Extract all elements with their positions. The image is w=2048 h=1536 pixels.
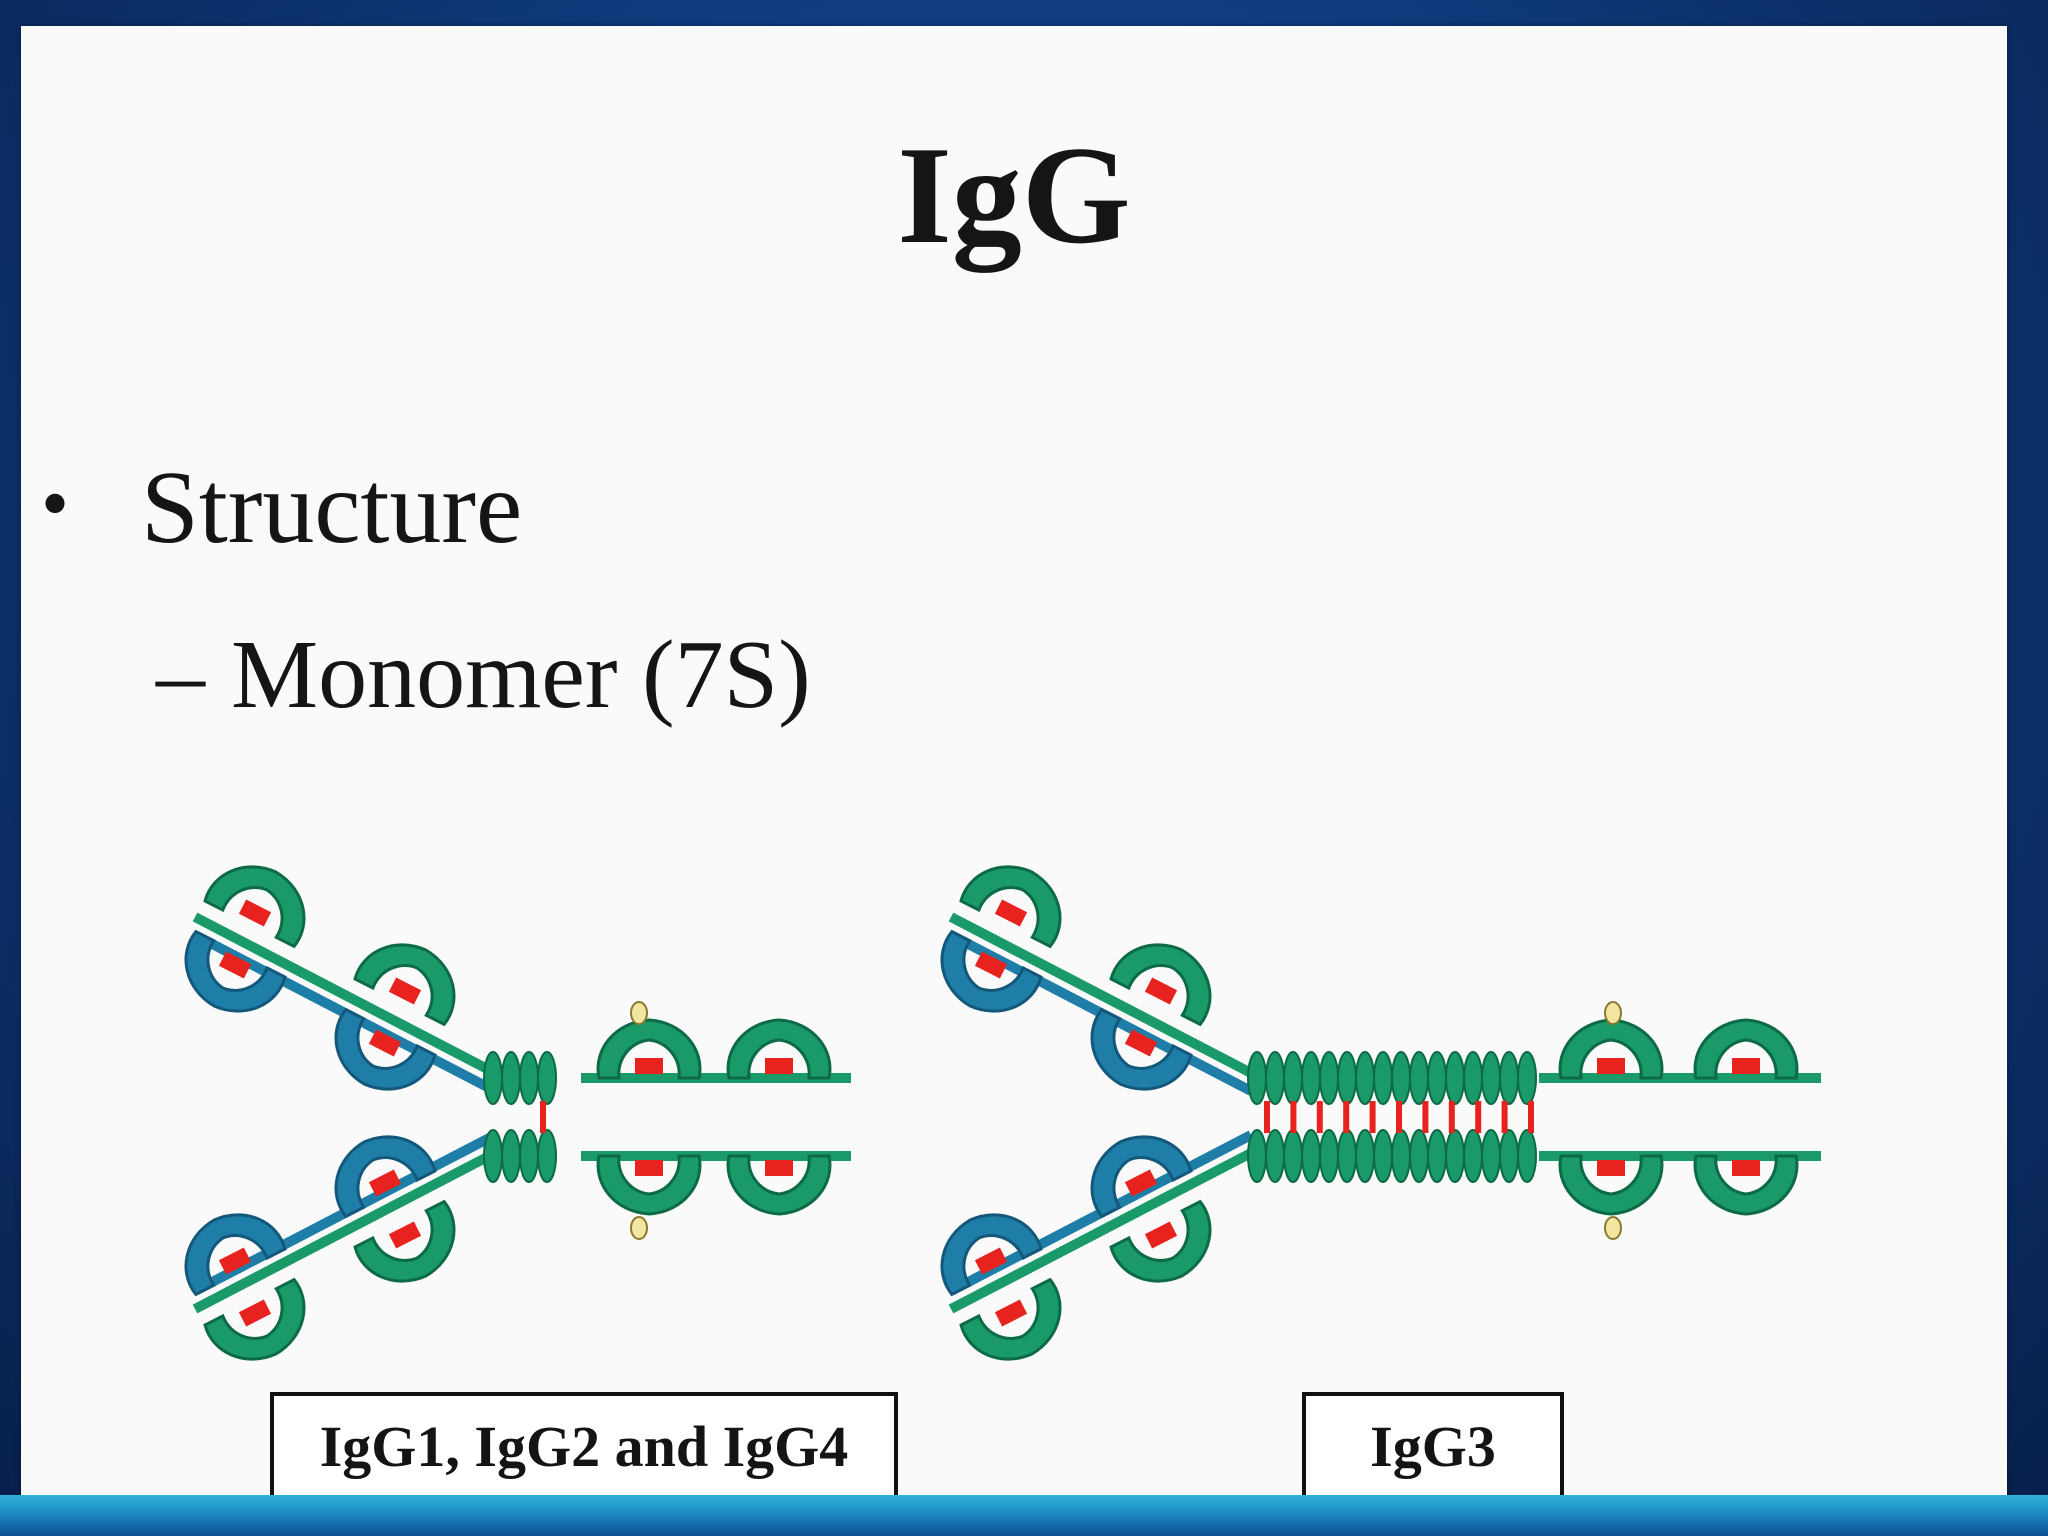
hinge-segment xyxy=(1301,1129,1321,1183)
hinge-segment xyxy=(1265,1051,1285,1105)
hinge-segment xyxy=(1445,1129,1465,1183)
fab-arm-upper xyxy=(925,849,1251,1107)
hinge-segment xyxy=(1499,1129,1519,1183)
carbohydrate-lower xyxy=(1604,1216,1622,1240)
bottom-accent-bar xyxy=(0,1495,2048,1536)
hinge-segment xyxy=(1247,1051,1267,1105)
ch3-domain-upper xyxy=(726,1018,832,1080)
hinge-segment xyxy=(1409,1129,1429,1183)
hinge-segment xyxy=(1247,1129,1267,1183)
disulfide-bond xyxy=(1448,1101,1455,1133)
disulfide-bond xyxy=(1422,1101,1429,1133)
disulfide-bond xyxy=(1369,1101,1376,1133)
fab-arm-upper xyxy=(169,849,495,1107)
ch3-domain-lower xyxy=(726,1154,832,1216)
hinge-segment xyxy=(1445,1051,1465,1105)
disulfide-bond xyxy=(1316,1101,1323,1133)
hinge-segment xyxy=(1355,1129,1375,1183)
ch2-domain-upper xyxy=(1558,1018,1664,1080)
antibody-igg1-igg2-igg4 xyxy=(169,849,851,1377)
hinge-segment xyxy=(1355,1051,1375,1105)
carbohydrate-upper xyxy=(1604,1001,1622,1025)
bullet-text: Structure xyxy=(141,450,523,565)
hinge-segment xyxy=(1517,1129,1537,1183)
bullet-marker: • xyxy=(41,460,70,548)
fab-arm-lower xyxy=(169,1119,495,1377)
hinge-segment xyxy=(1391,1051,1411,1105)
hinge-segment xyxy=(1265,1129,1285,1183)
hinge-segment xyxy=(1337,1051,1357,1105)
hinge-segment xyxy=(1337,1129,1357,1183)
hinge-segment xyxy=(1319,1051,1339,1105)
fc-region xyxy=(581,1001,851,1240)
carbohydrate-upper xyxy=(630,1001,648,1025)
disulfide-bond xyxy=(1396,1101,1402,1133)
slide-title: IgG xyxy=(897,118,1131,273)
antibody-diagrams xyxy=(21,26,1821,1510)
ch2-domain-upper xyxy=(596,1018,702,1080)
slide: IgG •Structure –Monomer (7S) xyxy=(21,26,2007,1510)
sub-bullet-text: Monomer (7S) xyxy=(231,621,811,729)
label-igg1-igg2-igg4: IgG1, IgG2 and IgG4 xyxy=(270,1392,898,1502)
hinge-segment xyxy=(1283,1129,1303,1183)
disulfide-bond xyxy=(1264,1101,1270,1133)
antibody-igg3 xyxy=(925,849,1821,1377)
ch2-domain-lower xyxy=(596,1154,702,1216)
disulfide-bond xyxy=(1501,1101,1508,1133)
hinge-segment xyxy=(1499,1051,1519,1105)
hinge-region xyxy=(483,1051,557,1183)
hinge-segment xyxy=(1463,1129,1483,1183)
label-igg3: IgG3 xyxy=(1302,1392,1564,1502)
hinge-segment xyxy=(1463,1051,1483,1105)
hinge-segment xyxy=(1427,1051,1447,1105)
disulfide-bond xyxy=(1343,1101,1350,1133)
disulfide-bond xyxy=(1528,1101,1534,1133)
fc-region xyxy=(1539,1001,1821,1240)
hinge-segment xyxy=(1391,1129,1411,1183)
sub-bullet-marker: – xyxy=(156,621,205,729)
hinge-segment xyxy=(1481,1129,1501,1183)
hinge-segment xyxy=(1373,1129,1393,1183)
sub-bullet-item-monomer: –Monomer (7S) xyxy=(156,626,811,724)
hinge-segment xyxy=(1427,1129,1447,1183)
disulfide-bond xyxy=(1290,1101,1297,1133)
ch3-domain-lower xyxy=(1693,1154,1799,1216)
bullet-item-structure: •Structure xyxy=(41,456,522,560)
disulfide-bond xyxy=(1475,1101,1482,1133)
hinge-segment xyxy=(1409,1051,1429,1105)
hinge-segment xyxy=(1373,1051,1393,1105)
hinge-segment xyxy=(1283,1051,1303,1105)
hinge-segment xyxy=(1481,1051,1501,1105)
hinge-segment xyxy=(1319,1129,1339,1183)
disulfide-bond xyxy=(540,1101,546,1133)
ch2-domain-lower xyxy=(1558,1154,1664,1216)
carbohydrate-lower xyxy=(630,1216,648,1240)
hinge-segment xyxy=(1517,1051,1537,1105)
ch3-domain-upper xyxy=(1693,1018,1799,1080)
hinge-region xyxy=(1247,1051,1537,1183)
fab-arm-lower xyxy=(925,1119,1251,1377)
hinge-segment xyxy=(1301,1051,1321,1105)
